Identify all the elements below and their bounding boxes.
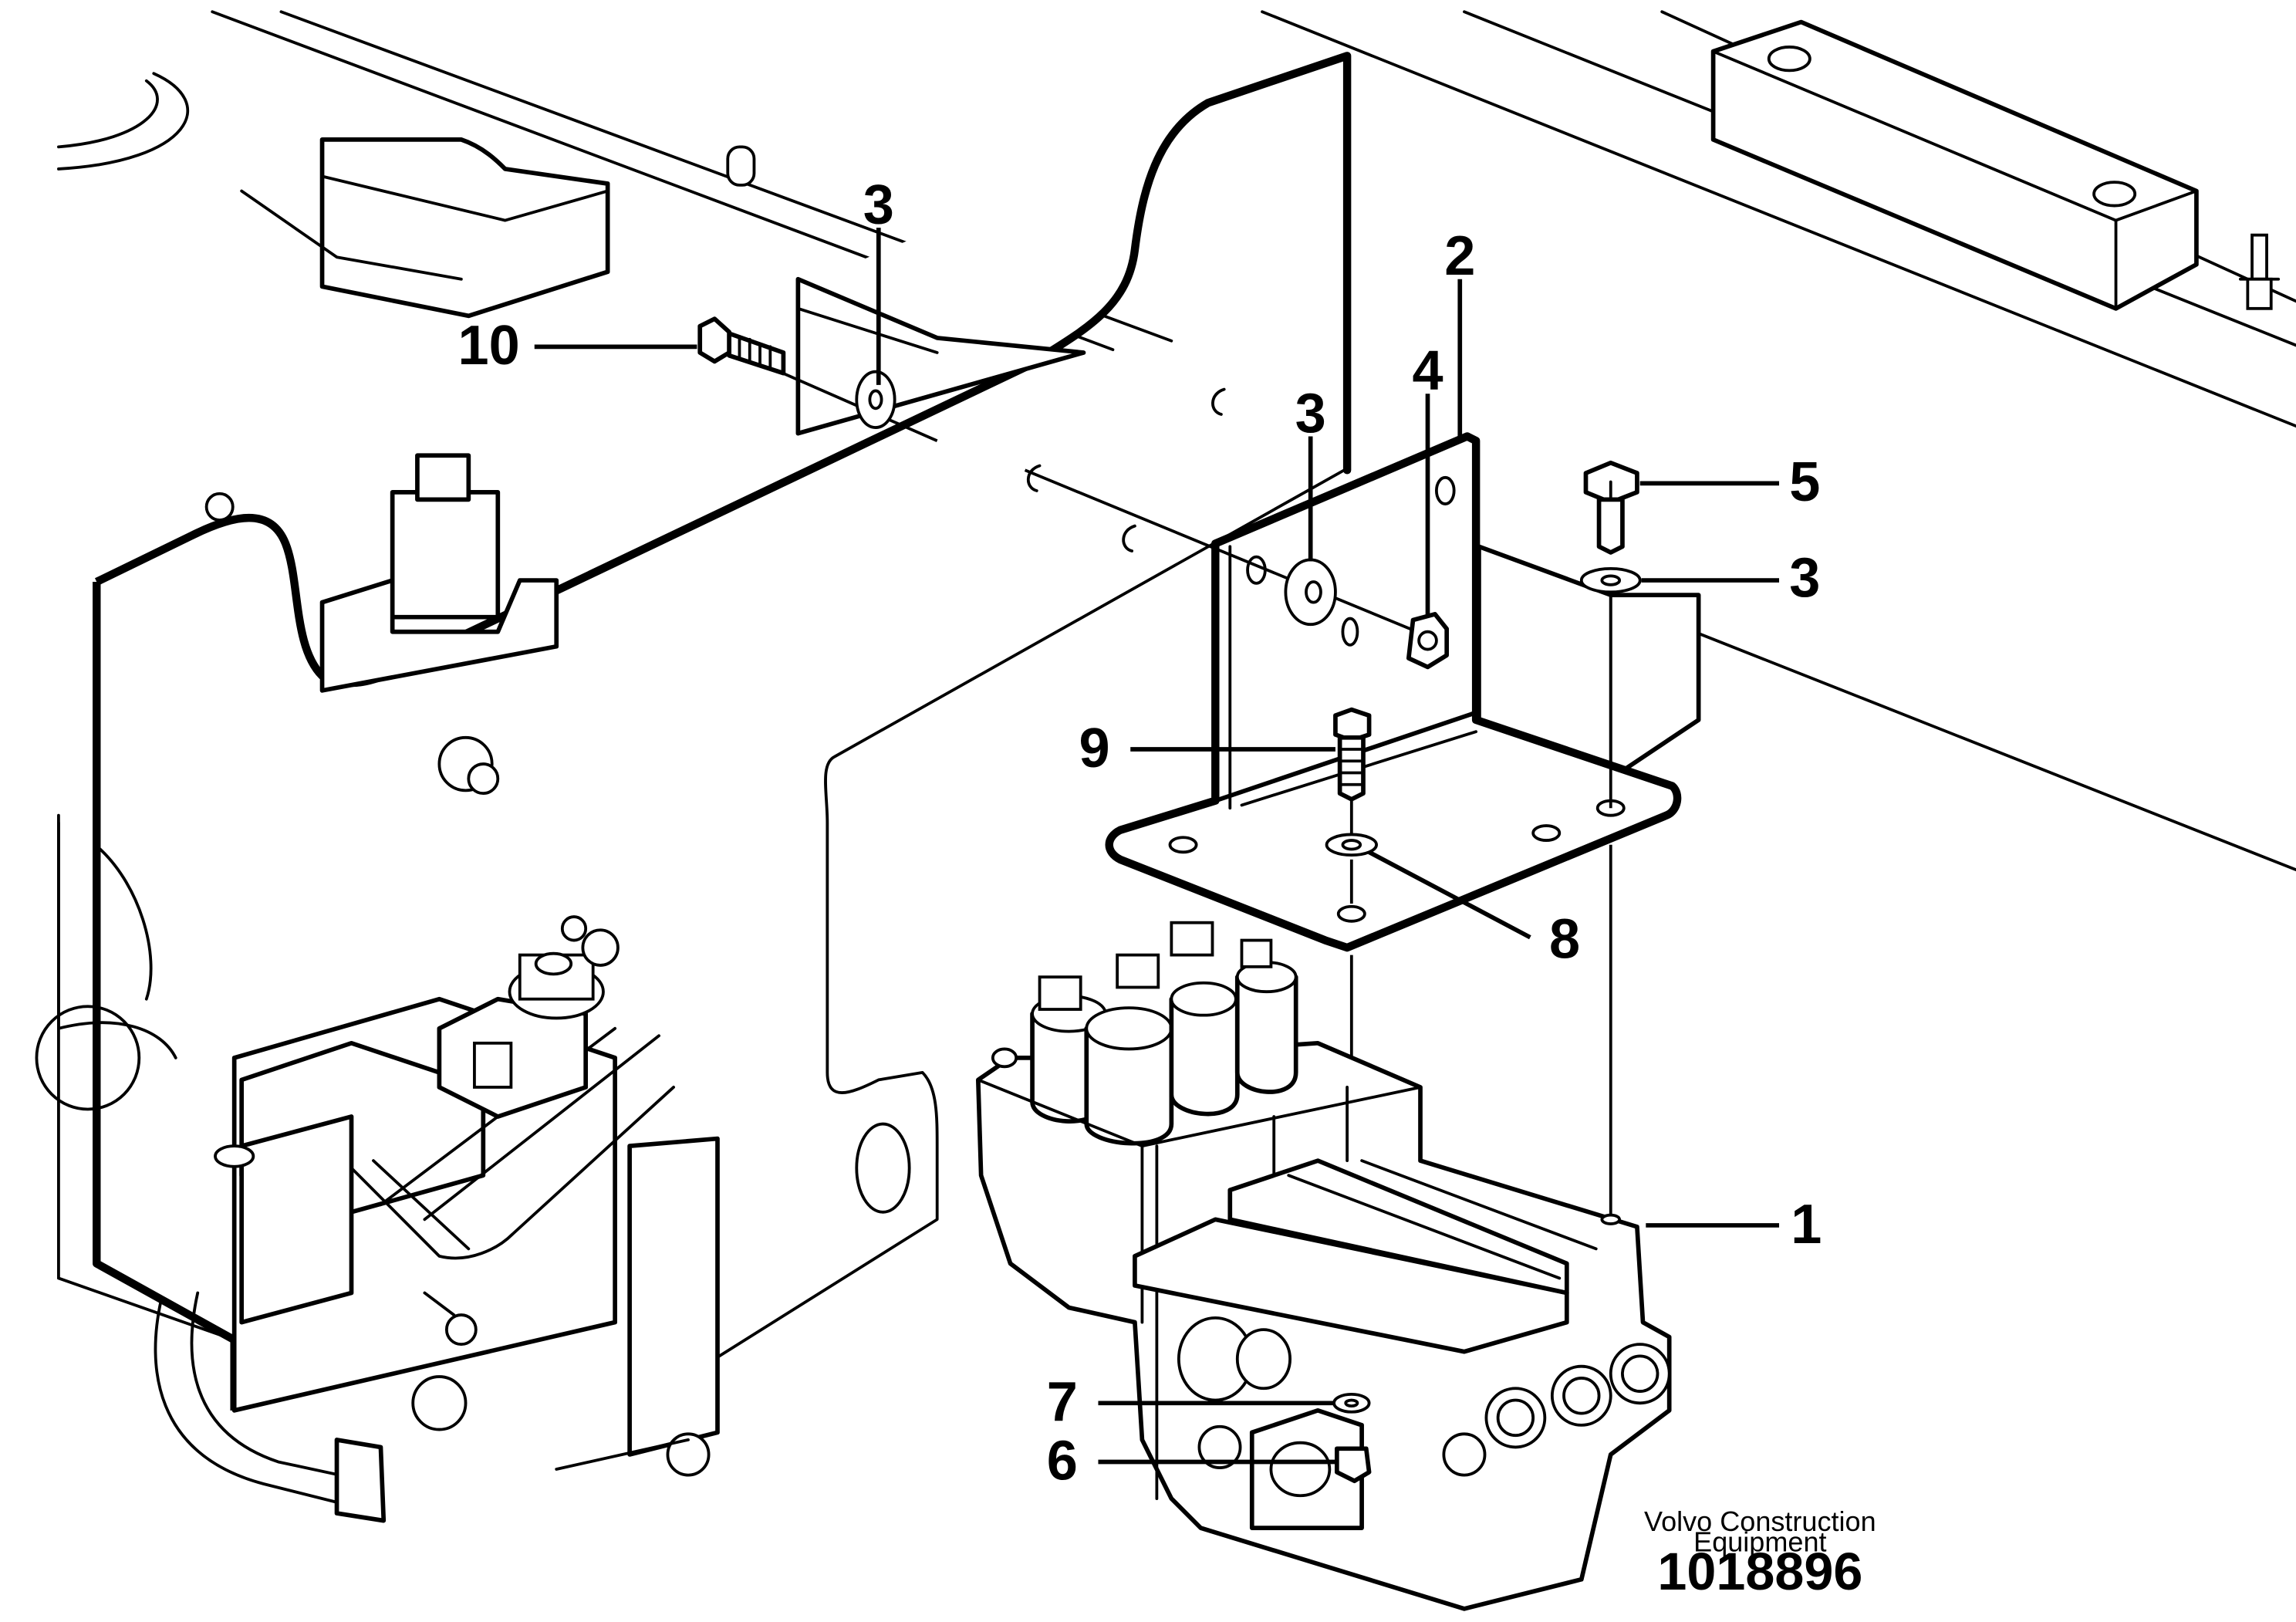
callout-6: 6 bbox=[1047, 1430, 1078, 1492]
figure-number: 1018896 bbox=[1657, 1542, 1862, 1601]
leader-lines bbox=[534, 228, 1780, 1465]
callout-8: 8 bbox=[1549, 908, 1580, 970]
credit-line-1: Volvo Construction bbox=[1644, 1505, 1876, 1537]
callout-1: 1 bbox=[1791, 1194, 1822, 1255]
callout-3-middle: 3 bbox=[1295, 383, 1326, 444]
credit-line-2: Equipment bbox=[1693, 1526, 1826, 1558]
control-valve bbox=[975, 921, 1672, 1611]
fasteners bbox=[697, 316, 1642, 857]
callout-3-upper: 3 bbox=[863, 174, 894, 235]
callout-3-right: 3 bbox=[1789, 547, 1820, 609]
frame-holes bbox=[1026, 387, 1226, 552]
callout-4: 4 bbox=[1412, 340, 1443, 401]
callout-7: 7 bbox=[1047, 1371, 1078, 1433]
credit-block: Volvo Construction Equipment 1018896 bbox=[1644, 1505, 1876, 1601]
callout-5: 5 bbox=[1789, 451, 1820, 513]
callout-2: 2 bbox=[1444, 225, 1475, 287]
callout-labels: 1 2 3 3 3 4 5 6 7 8 9 10 bbox=[458, 174, 1822, 1492]
callout-9: 9 bbox=[1079, 718, 1110, 779]
callout-10: 10 bbox=[458, 315, 520, 377]
